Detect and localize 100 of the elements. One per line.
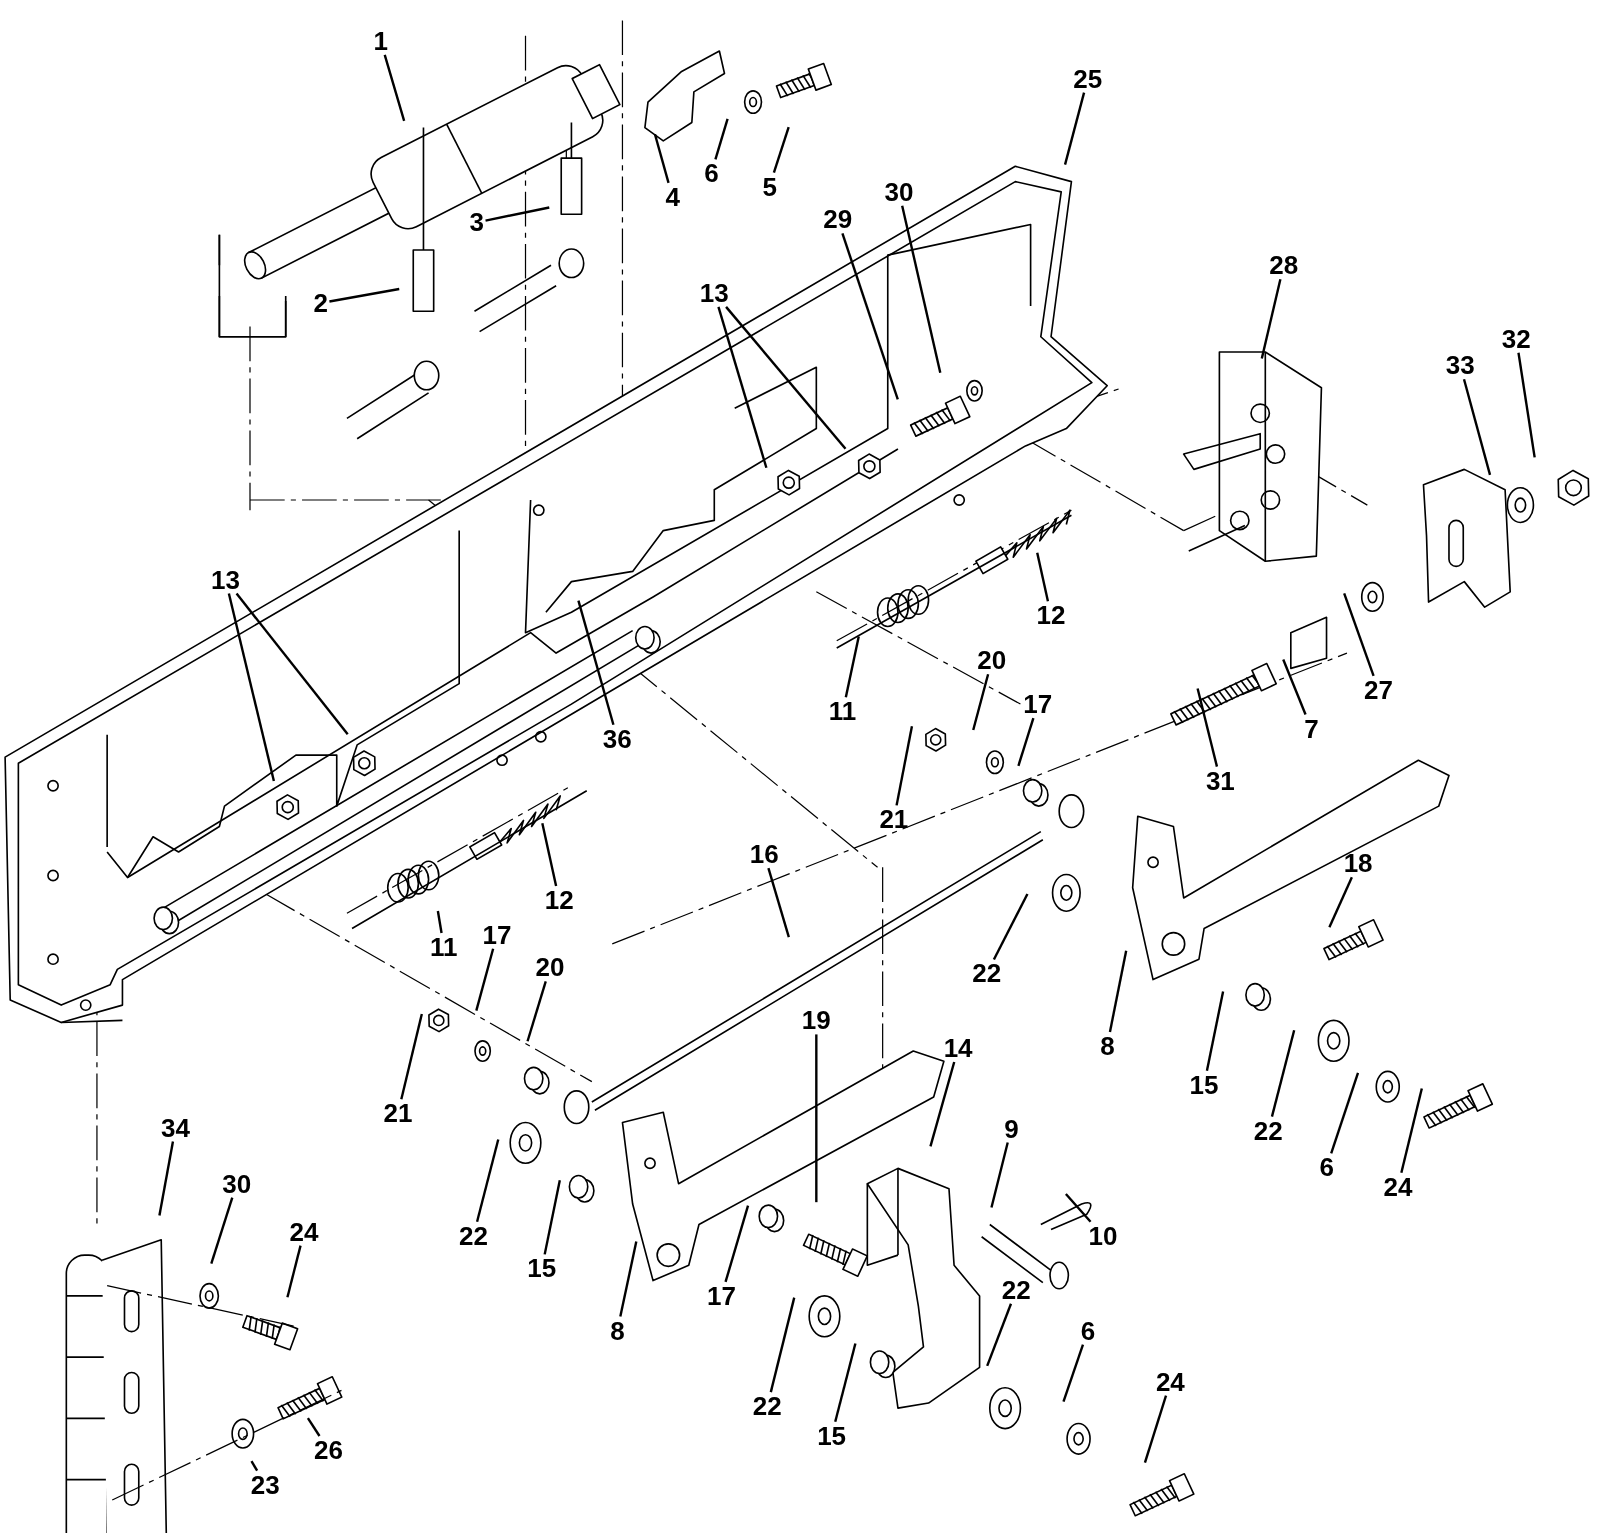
leader-line [1063,92,1086,165]
leader-line [250,1460,259,1472]
leader-line [1065,1193,1092,1223]
callout-number: 28 [1269,251,1299,280]
callout-number: 24 [1155,1367,1185,1396]
leader-line [526,981,547,1042]
leader-line [577,600,615,726]
leader-line [972,673,990,731]
callout-number: 19 [801,1006,831,1035]
leader-line [400,1013,423,1100]
callout-number: 30 [222,1169,252,1198]
callout-number: 15 [1189,1070,1219,1099]
leader-line [834,1343,857,1422]
callout-number: 20 [977,646,1007,675]
callout-number: 30 [884,177,914,206]
leader-line [717,306,768,469]
callout-number: 36 [602,724,632,753]
callout-number: 12 [544,886,574,914]
callout-number: 34 [161,1113,190,1142]
leader-line [210,1197,234,1265]
callout-number: 8 [1100,1031,1115,1060]
leader-line [986,1303,1013,1367]
leader-line [436,910,443,934]
leader-line [1196,688,1219,767]
callout-number: 31 [1205,766,1235,795]
callout-number: 15 [817,1421,847,1450]
leader-line [1462,379,1492,476]
callout-number: 3 [469,208,484,237]
leader-line [286,1245,302,1298]
callout-number: 26 [314,1436,343,1464]
leader-line [1282,659,1307,716]
leader-line [543,1180,561,1255]
leader-line [844,636,860,698]
callout-number: 21 [879,805,909,834]
callout-number: 22 [752,1392,782,1421]
leader-line [227,593,276,782]
callout-number: 23 [250,1470,280,1499]
callout-number: 22 [972,959,1002,988]
leader-line [306,1417,321,1437]
leader-line [1143,1395,1168,1464]
leader-line [619,1241,638,1317]
leader-line [1062,1344,1085,1402]
callout-number: 33 [1445,351,1475,380]
callout-number: 15 [527,1254,557,1283]
callout-number: 24 [1383,1172,1413,1201]
callout-number: 2 [313,289,328,318]
callout-number: 27 [1364,675,1393,704]
callout-number: 11 [429,932,458,961]
callout-number: 9 [1004,1114,1019,1143]
leader-line [475,1139,500,1222]
callout-number: 22 [1253,1116,1283,1145]
leader-line [725,306,847,450]
leader-line [990,1142,1009,1208]
leader-line [769,1297,796,1393]
callout-number: 6 [704,159,719,188]
leader-line [383,54,406,122]
leader-line [158,1141,175,1216]
callout-number: 14 [943,1033,973,1062]
callout-number: 17 [482,920,512,949]
callout-number: 24 [289,1217,319,1246]
leader-line [1260,279,1282,359]
callout-number: 11 [828,697,857,726]
leader-line [772,126,790,174]
callout-number: 21 [383,1099,413,1128]
callout-number: 12 [1036,601,1066,630]
leader-line [1343,592,1375,677]
leader-line [541,822,558,887]
callout-number: 20 [535,953,565,982]
leader-line [653,133,670,184]
callout-number: 4 [665,182,680,211]
leader-line [1108,950,1128,1033]
leader-line [485,206,550,222]
callout-number: 32 [1501,324,1531,353]
leader-line [1036,552,1050,602]
callout-number: 6 [1080,1316,1096,1345]
leader-line [1017,717,1035,767]
callout-number: 18 [1343,849,1373,878]
leader-line [815,1034,818,1203]
leader-line [1400,1088,1423,1173]
callout-number: 22 [458,1221,488,1250]
callout-number: 22 [1001,1275,1031,1304]
leader-line [235,592,349,736]
leader-line [992,893,1029,960]
callout-number: 29 [823,205,853,234]
callout-number: 5 [762,172,777,201]
leader-line [929,1061,956,1147]
callout-number: 25 [1073,64,1103,93]
callout-number: 7 [1304,714,1319,743]
leader-line [1330,1072,1360,1154]
callout-number: 17 [1023,690,1053,719]
leader-line [1270,1029,1296,1117]
callout-number: 13 [699,278,729,307]
callout-number: 6 [1319,1153,1334,1182]
leader-line [714,118,729,160]
callout-number: 16 [749,840,779,869]
callout-number: 10 [1088,1221,1118,1250]
leader-line [329,287,400,303]
leader-line [724,1205,750,1283]
leader-line [1328,876,1353,928]
leader-line [1205,991,1225,1071]
